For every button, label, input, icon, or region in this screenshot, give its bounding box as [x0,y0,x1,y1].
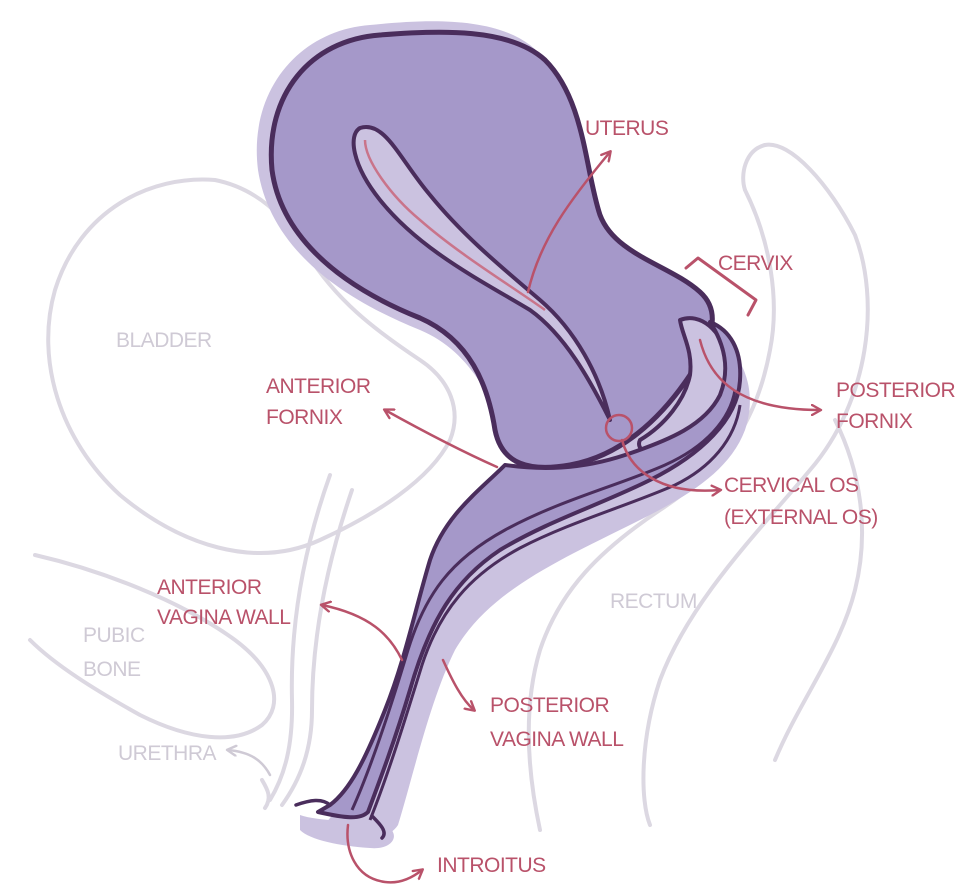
posterior-vagina-wall-label-line2: VAGINA WALL [490,728,623,751]
cervix-label: CERVIX [718,252,793,275]
pubic-bone-label-line2: BONE [83,658,141,681]
rectum-top-loop [743,145,765,190]
uterus-label: UTERUS [585,117,669,140]
anterior-fornix-label-line2: FORNIX [266,406,343,429]
pubic-bone-label-line1: PUBIC [83,624,145,647]
anterior-fornix-arrow [385,410,497,467]
cervical-os-label-line2: (EXTERNAL OS) [724,506,878,529]
posterior-vagina-wall-arrow [443,660,474,710]
urethra-label: URETHRA [118,742,216,765]
anterior-vagina-wall-label-line1: ANTERIOR [157,576,262,599]
urethra-outline-1 [270,475,330,800]
anterior-vagina-wall-label-line2: VAGINA WALL [157,606,290,629]
cervical-os-label-line1: CERVICAL OS [724,474,859,497]
urethra-outline-3 [262,780,269,808]
posterior-fornix-label-line1: POSTERIOR [836,379,956,402]
right-outline [775,420,862,760]
urethra-arrow [228,750,270,775]
posterior-fornix-label-line2: FORNIX [836,410,913,433]
posterior-vagina-wall-label-line1: POSTERIOR [490,694,610,717]
anterior-fornix-label-line1: ANTERIOR [266,375,371,398]
anterior-vagina-wall-arrow [322,605,402,660]
introitus-label: INTROITUS [437,854,546,877]
bladder-label: BLADDER [116,329,212,352]
rectum-label: RECTUM [610,590,697,613]
uterus-body [271,32,712,467]
